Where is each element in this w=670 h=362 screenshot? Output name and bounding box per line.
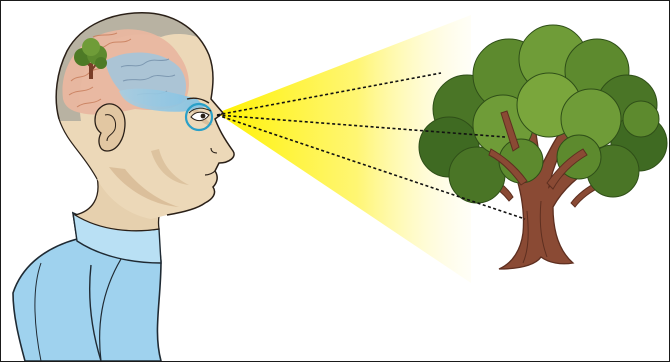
shirt — [13, 213, 161, 361]
human-head-profile — [54, 12, 234, 219]
